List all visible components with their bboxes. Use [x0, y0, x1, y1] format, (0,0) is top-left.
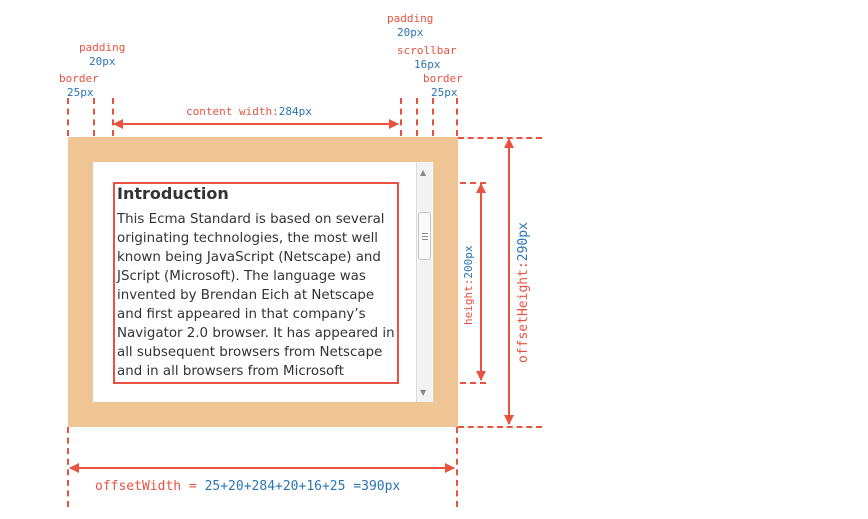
offset-width-value: 390px [361, 479, 401, 494]
height-text: height: [462, 278, 475, 325]
triangle-up-icon[interactable]: ▲ [420, 168, 427, 177]
guide-border-left-bottom [67, 427, 69, 507]
guide-border-left-top [67, 98, 69, 136]
content-width-text: content width: [186, 105, 279, 118]
guide-content-left-top [112, 98, 114, 136]
content-text: This Ecma Standard is based on several o… [117, 212, 395, 379]
guide-padding-left-top [93, 98, 95, 136]
offset-height-label: offsetHeight:290px [516, 222, 531, 363]
content-width-value: 284px [278, 105, 312, 118]
scrollbar[interactable]: ▲ ▼ [416, 162, 432, 402]
grip-line [422, 236, 428, 237]
content-title: Introduction [117, 184, 229, 203]
scrollbar-label: scrollbar [397, 44, 457, 57]
guide-scrollbar-right-top [432, 98, 434, 136]
padding-right-label: padding [387, 12, 434, 25]
content-area: Introduction This Ecma Standard is based… [113, 182, 397, 382]
grip-line [422, 239, 428, 240]
scrollbar-value: 16px [414, 58, 441, 71]
guide-border-right-bottom [456, 427, 458, 507]
content-width-label: content width:284px [186, 105, 312, 118]
guide-content-right-top [400, 98, 402, 136]
padding-left-label: padding [79, 41, 126, 54]
guide-border-right-top [456, 98, 458, 136]
offset-height-text: offsetHeight: [516, 261, 531, 363]
border-right-label: border [423, 72, 463, 85]
height-label: height:200px [462, 246, 475, 325]
triangle-down-icon[interactable]: ▼ [420, 388, 427, 397]
padding-box: Introduction This Ecma Standard is based… [93, 162, 433, 402]
padding-right-value: 20px [397, 26, 424, 39]
height-value: 200px [462, 245, 475, 279]
offset-width-text: offsetWidth = [95, 479, 205, 494]
content-outline [113, 182, 399, 384]
border-right-value: 25px [431, 86, 458, 99]
scroll-thumb[interactable] [418, 212, 431, 260]
offset-width-formula: offsetWidth = 25+20+284+20+16+25 =390px [95, 479, 400, 494]
guide-padding-right-top [416, 98, 418, 136]
guide-offset-bottom [458, 426, 542, 428]
offset-width-sum: 25+20+284+20+16+25 = [204, 479, 362, 494]
padding-left-value: 20px [89, 55, 116, 68]
grip-lines-icon [422, 233, 428, 234]
border-left-label: border [59, 72, 99, 85]
offset-height-value: 290px [516, 222, 531, 262]
guide-offset-top [458, 137, 542, 139]
border-left-value: 25px [67, 86, 94, 99]
